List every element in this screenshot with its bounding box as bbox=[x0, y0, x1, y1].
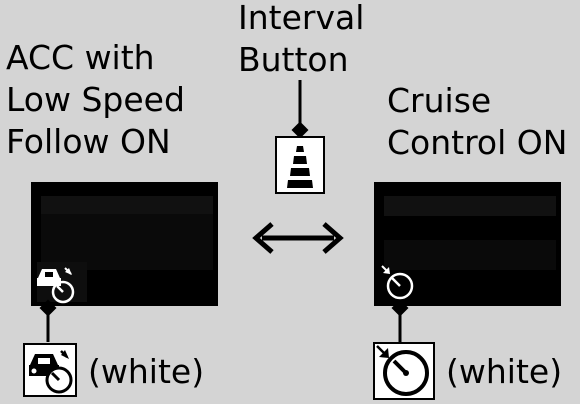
interval-label-line-1: Interval bbox=[238, 0, 365, 37]
acc-legend-pointer bbox=[39, 299, 57, 342]
acc-legend-color-text: (white) bbox=[88, 352, 205, 391]
interval-pointer bbox=[291, 80, 309, 139]
cruise-label-line-2: Control ON bbox=[387, 123, 568, 162]
acc-label-line-2: Low Speed bbox=[6, 80, 185, 119]
cruise-legend-icon-box bbox=[373, 342, 435, 400]
cruise-legend-icon bbox=[376, 345, 429, 396]
cruise-label-line-1: Cruise bbox=[387, 81, 492, 120]
acc-instrument-display bbox=[31, 182, 218, 306]
cruise-control-icon bbox=[381, 265, 414, 300]
acc-low-speed-follow-icon bbox=[37, 267, 75, 304]
cruise-control-label: Cruise Control ON bbox=[387, 80, 567, 164]
interval-button-label: Interval Button bbox=[238, 0, 364, 81]
cruise-legend-color-text: (white) bbox=[446, 352, 563, 391]
acc-legend-icon-box bbox=[23, 343, 77, 397]
acc-low-speed-follow-label: ACC with Low Speed Follow ON bbox=[6, 37, 185, 163]
acc-legend-icon bbox=[29, 350, 73, 394]
acc-label-line-1: ACC with bbox=[6, 38, 155, 77]
cruise-instrument-display bbox=[374, 182, 561, 306]
acc-label-line-3: Follow ON bbox=[6, 122, 171, 161]
interval-distance-icon[interactable] bbox=[275, 136, 325, 194]
double-arrow-icon bbox=[252, 222, 344, 254]
interval-label-line-2: Button bbox=[238, 40, 349, 79]
cruise-legend-pointer bbox=[391, 299, 409, 342]
